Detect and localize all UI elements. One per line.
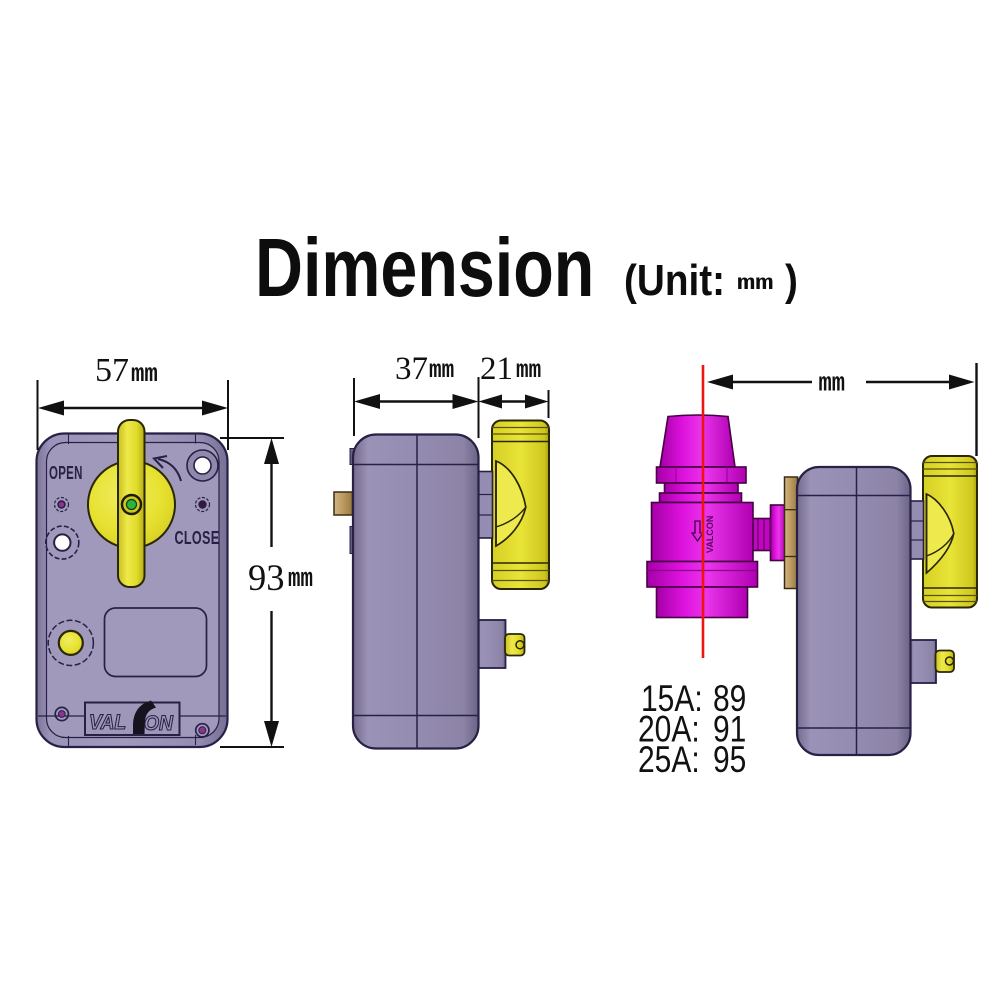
svg-text:15A:: 15A: [641, 678, 703, 720]
svg-text:mm: mm [737, 271, 774, 295]
svg-text:): ) [785, 255, 798, 305]
svg-text:VALCON: VALCON [705, 516, 715, 553]
svg-text:ON: ON [144, 712, 173, 735]
svg-text:Dimension: Dimension [255, 221, 594, 314]
svg-text:20A:: 20A: [638, 708, 700, 750]
svg-text:mm: mm [516, 356, 541, 384]
svg-text:95: 95 [713, 739, 746, 781]
svg-text:mm: mm [819, 370, 846, 399]
svg-text:37: 37 [395, 351, 428, 387]
svg-text:89: 89 [713, 678, 746, 720]
svg-text:57: 57 [95, 352, 129, 389]
svg-text:91: 91 [713, 708, 746, 750]
svg-text:93: 93 [248, 557, 285, 598]
svg-text:25A:: 25A: [638, 739, 700, 781]
svg-text:mm: mm [288, 565, 313, 595]
svg-text:(Unit:: (Unit: [624, 255, 725, 305]
svg-text:21: 21 [480, 351, 513, 387]
svg-text:VAL: VAL [89, 711, 126, 734]
svg-text:CLOSE: CLOSE [175, 529, 220, 549]
svg-text:OPEN: OPEN [49, 463, 83, 483]
svg-text:mm: mm [131, 361, 158, 390]
svg-text:mm: mm [429, 356, 454, 384]
